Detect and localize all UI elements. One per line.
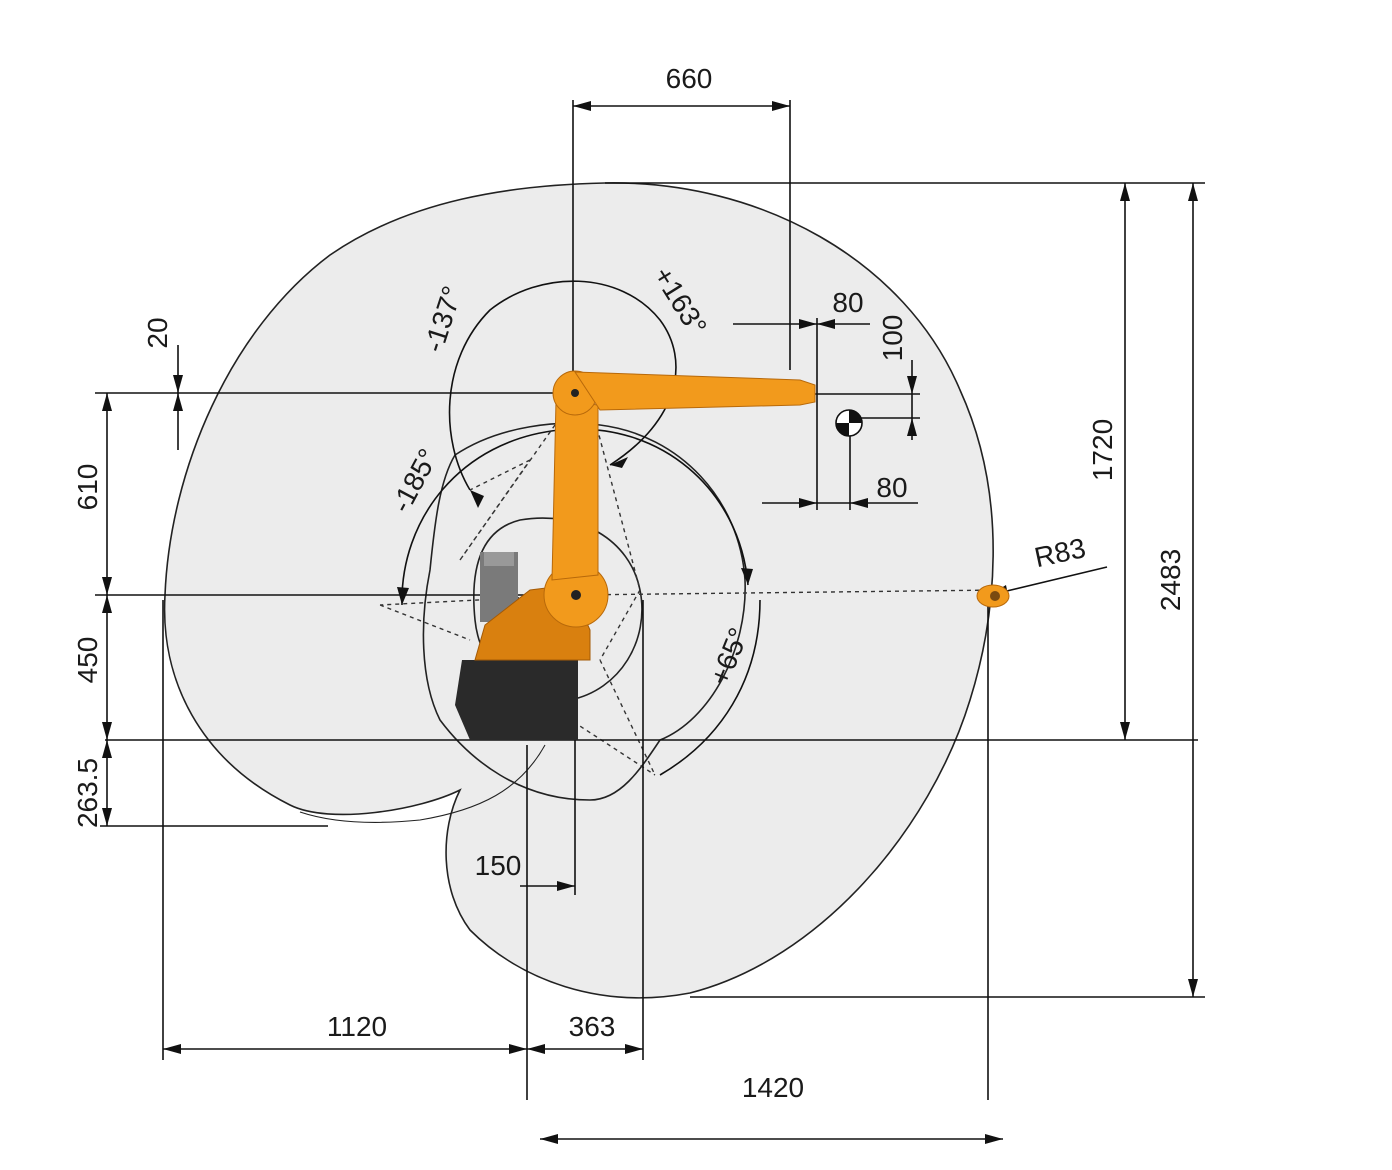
dim-80-bottom: 80: [876, 472, 907, 503]
dim-263-5: 263.5: [72, 758, 103, 828]
dim-80-top: 80: [832, 287, 863, 318]
dim-363: 363: [569, 1011, 616, 1042]
dim-1120: 1120: [327, 1011, 387, 1042]
robot-base: [455, 660, 578, 740]
dim-150: 150: [475, 850, 522, 881]
dimension-labels: 660 80 100 80 1720 2483 R83 20 610 450 2…: [72, 63, 1186, 1103]
dim-100: 100: [877, 315, 908, 362]
construction-dashed-lines: [379, 394, 1001, 776]
dim-20: 20: [142, 317, 173, 348]
dim-1720: 1720: [1087, 419, 1118, 481]
dimension-lines: [95, 100, 1205, 1140]
axis2-angle-arc-lower: [659, 599, 761, 776]
tcp-symbol: [835, 409, 863, 437]
robot-lower-arm: [551, 399, 599, 581]
envelope-arc-lower: [299, 744, 546, 823]
dim-2483: 2483: [1155, 549, 1186, 611]
dim-1420: 1420: [742, 1072, 804, 1103]
dim-r83: R83: [1032, 532, 1089, 573]
robot-upper-arm: [574, 371, 816, 411]
dim-610: 610: [72, 464, 103, 511]
dim-660: 660: [666, 63, 713, 94]
robot-model: [455, 370, 1010, 740]
dim-450: 450: [72, 637, 103, 684]
